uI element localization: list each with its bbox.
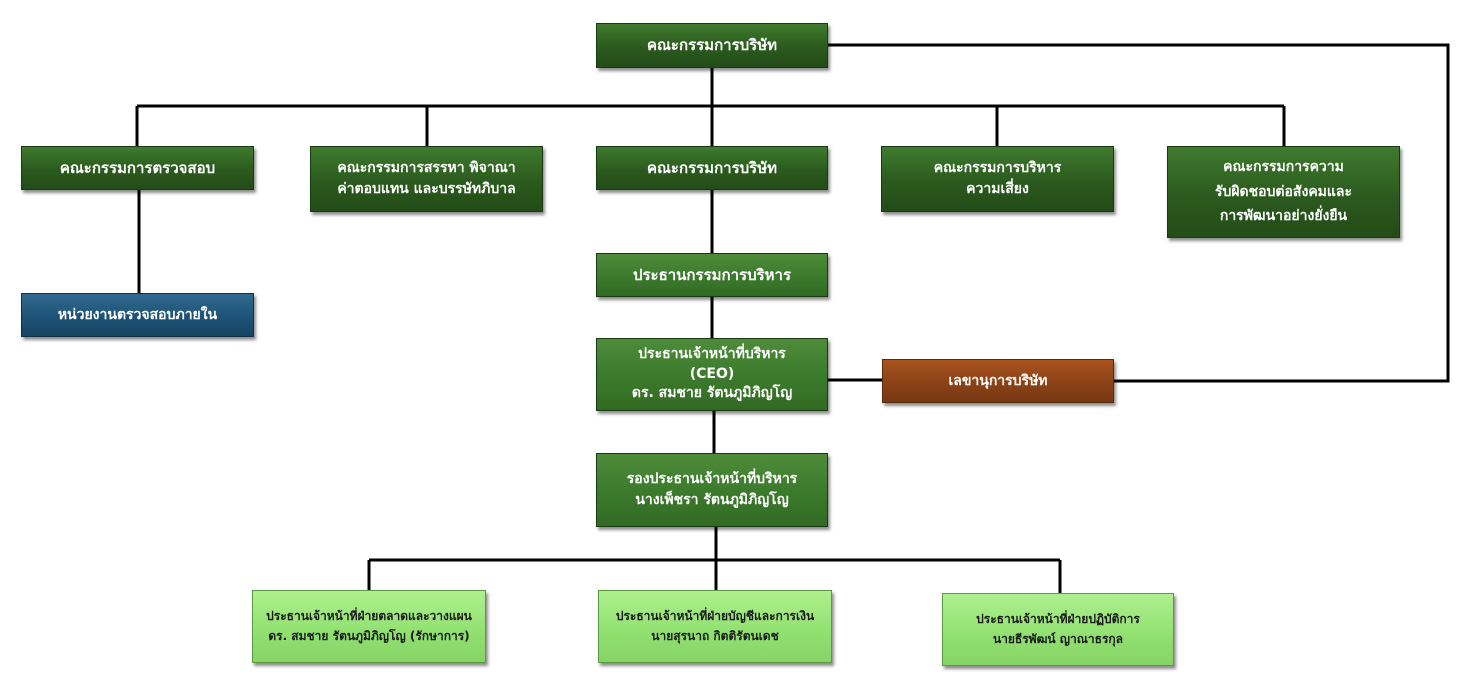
operations-officer-name: นายธีรพัฒน์ ญาณาธรกุล — [992, 631, 1124, 646]
ceo-abbr: (CEO) — [689, 365, 735, 382]
operations-officer-title: ประธานเจ้าหน้าที่ฝ่ายปฏิบัติการ — [976, 611, 1140, 626]
risk-committee-line2: ความเสี่ยง — [966, 181, 1029, 197]
csr-committee-line2: รับผิดชอบต่อสังคมและ — [1214, 183, 1353, 200]
connector-board-secretary-loop — [828, 43, 1450, 383]
internal-audit-unit: หน่วยงานตรวจสอบภายใน — [21, 293, 254, 337]
nomination-committee-line2: ค่าตอบแทน และบรรษัทภิบาล — [337, 181, 516, 197]
ceo-title: ประธานเจ้าหน้าที่บริหาร — [638, 346, 786, 363]
board-middle-label: คณะกรรมการบริษัท — [646, 158, 777, 177]
finance-officer-title: ประธานเจ้าหน้าที่ฝ่ายบัญชีและการเงิน — [615, 608, 815, 623]
operations-officer-box: ประธานเจ้าหน้าที่ฝ่ายปฏิบัติการ นายธีรพั… — [942, 593, 1174, 666]
csr-committee-line1: คณะกรรมการความ — [1223, 159, 1344, 176]
marketing-officer-name: ดร. สมชาย รัตนภูมิภิญโญ (รักษาการ) — [268, 628, 470, 643]
finance-officer-name: นายสุรนาถ กิตติรัตนเดช — [651, 628, 779, 643]
company-secretary: เลขานุการบริษัท — [882, 359, 1114, 403]
risk-management-committee: คณะกรรมการบริหาร ความเสี่ยง — [881, 146, 1114, 212]
company-secretary-label: เลขานุการบริษัท — [948, 372, 1048, 389]
executive-chairman-label: ประธานกรรมการบริหาร — [632, 265, 792, 284]
nomination-committee-line1: คณะกรรมการสรรหา พิจาณา — [337, 160, 516, 176]
marketing-officer-title: ประธานเจ้าหน้าที่ฝ่ายตลาดและวางแผน — [266, 608, 472, 623]
deputy-ceo-box: รองประธานเจ้าหน้าที่บริหาร นางเพ็ชรา รัต… — [596, 453, 828, 527]
deputy-ceo-title: รองประธานเจ้าหน้าที่บริหาร — [626, 471, 798, 487]
board-of-directors-middle: คณะกรรมการบริษัท — [596, 146, 828, 190]
board-of-directors-top: คณะกรรมการบริษัท — [596, 23, 828, 68]
risk-committee-line1: คณะกรรมการบริหาร — [933, 160, 1062, 176]
marketing-officer-box: ประธานเจ้าหน้าที่ฝ่ายตลาดและวางแผน ดร. ส… — [252, 590, 486, 663]
board-top-label: คณะกรรมการบริษัท — [646, 36, 777, 55]
finance-officer-box: ประธานเจ้าหน้าที่ฝ่ายบัญชีและการเงิน นาย… — [598, 590, 832, 663]
executive-chairman: ประธานกรรมการบริหาร — [596, 253, 828, 297]
ceo-name: ดร. สมชาย รัตนภูมิภิญโญ — [631, 385, 793, 402]
ceo-box: ประธานเจ้าหน้าที่บริหาร (CEO) ดร. สมชาย … — [596, 338, 828, 411]
internal-audit-label: หน่วยงานตรวจสอบภายใน — [57, 306, 218, 323]
csr-committee: คณะกรรมการความ รับผิดชอบต่อสังคมและ การพ… — [1167, 146, 1400, 238]
nomination-committee: คณะกรรมการสรรหา พิจาณา ค่าตอบแทน และบรรษ… — [310, 146, 543, 212]
csr-committee-line3: การพัฒนาอย่างยั่งยืน — [1219, 208, 1348, 225]
audit-committee: คณะกรรมการตรวจสอบ — [21, 146, 254, 190]
audit-committee-label: คณะกรรมการตรวจสอบ — [59, 158, 216, 177]
deputy-ceo-name: นางเพ็ชรา รัตนภูมิภิญโญ — [635, 492, 789, 508]
